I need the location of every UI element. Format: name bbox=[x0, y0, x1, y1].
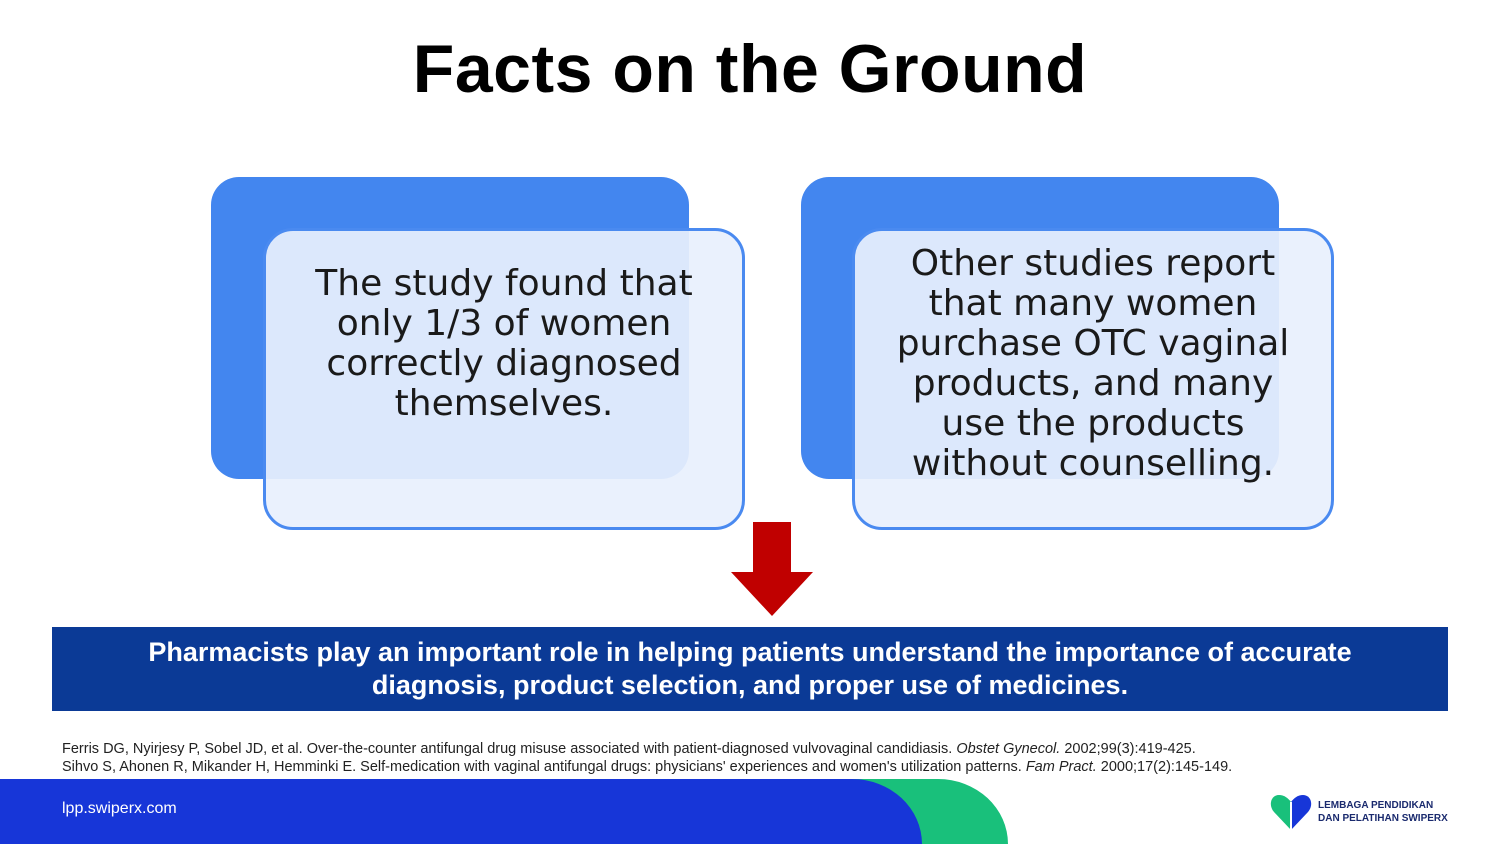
conclusion-banner: Pharmacists play an important role in he… bbox=[52, 627, 1448, 711]
fact-card-2-text: Other studies report that many women pur… bbox=[896, 243, 1290, 484]
reference-2: Sihvo S, Ahonen R, Mikander H, Hemminki … bbox=[62, 758, 1462, 776]
fact-card-1: The study found that only 1/3 of women c… bbox=[263, 228, 745, 530]
footer-url: lpp.swiperx.com bbox=[62, 800, 177, 817]
arrow-down-icon bbox=[731, 522, 813, 616]
swiperx-logo: LEMBAGA PENDIDIKAN DAN PELATIHAN SWIPERX bbox=[1268, 790, 1473, 834]
fact-card-1-text: The study found that only 1/3 of women c… bbox=[315, 263, 693, 424]
reference-2-journal: Fam Pract. bbox=[1025, 759, 1097, 775]
swiperx-heart-logo bbox=[1270, 795, 1312, 830]
logo-line-1: LEMBAGA PENDIDIKAN bbox=[1318, 800, 1434, 811]
reference-1: Ferris DG, Nyirjesy P, Sobel JD, et al. … bbox=[62, 740, 1462, 758]
reference-2-tail: 2000;17(2):145-149. bbox=[1096, 759, 1233, 775]
reference-2-text: Sihvo S, Ahonen R, Mikander H, Hemminki … bbox=[62, 759, 1026, 775]
reference-1-text: Ferris DG, Nyirjesy P, Sobel JD, et al. … bbox=[62, 741, 957, 757]
conclusion-text: Pharmacists play an important role in he… bbox=[148, 637, 1352, 700]
slide-title: Facts on the Ground bbox=[412, 31, 1088, 107]
reference-1-journal: Obstet Gynecol. bbox=[956, 741, 1061, 757]
references: Ferris DG, Nyirjesy P, Sobel JD, et al. … bbox=[62, 740, 1462, 776]
logo-text: LEMBAGA PENDIDIKAN DAN PELATIHAN SWIPERX bbox=[1318, 799, 1448, 825]
reference-1-tail: 2002;99(3):419-425. bbox=[1060, 741, 1196, 757]
fact-card-2: Other studies report that many women pur… bbox=[852, 228, 1334, 530]
logo-line-2: DAN PELATIHAN SWIPERX bbox=[1318, 813, 1448, 824]
footer-blue-band bbox=[0, 779, 922, 844]
